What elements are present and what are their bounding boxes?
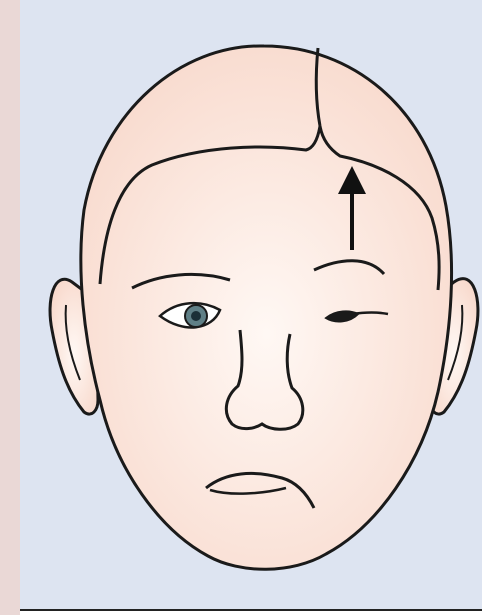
panel-bottom-rule <box>20 609 482 611</box>
left-eye-pupil <box>191 311 201 321</box>
left-margin-band <box>0 0 20 615</box>
